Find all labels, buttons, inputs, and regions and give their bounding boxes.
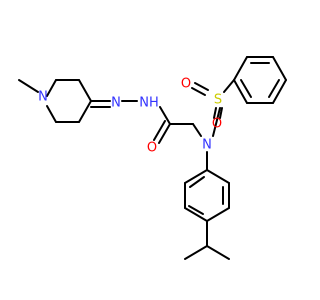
- molecule-structure: N N NH O N S O O: [0, 0, 300, 300]
- atom-o-sulfonyl-left: O: [181, 77, 191, 92]
- bond-s-phenyl: [223, 79, 235, 93]
- bond-co-double-a: [158, 123, 171, 144]
- atom-n-sulfonamide: N: [202, 138, 212, 153]
- canvas-background: [0, 0, 300, 300]
- bond-nh-c: [159, 106, 171, 125]
- bond-so-left-a: [191, 87, 206, 96]
- bond-ph1-a: [233, 56, 248, 81]
- bond-so-left-b: [194, 82, 209, 91]
- bond-so-down-b: [219, 107, 223, 119]
- bond-ch-me2: [206, 245, 230, 260]
- bond-ring-c-c4: [78, 79, 92, 102]
- bond-ch-me1: [184, 245, 208, 260]
- bond-ph1-inner-2: [268, 79, 280, 98]
- bond-ring-n-c: [46, 79, 57, 97]
- bond-ph1-c: [272, 56, 287, 81]
- atom-nh-hydrazide: NH: [139, 96, 159, 111]
- atom-s-sulfonyl: S: [214, 93, 222, 108]
- atom-labels: N N NH O N S O O: [38, 77, 222, 156]
- bond-ar-f: [184, 169, 208, 184]
- bond-so-down-a: [213, 107, 217, 119]
- bond-co-double-b: [153, 120, 166, 141]
- bond-ph1-inner-3: [240, 79, 252, 98]
- bond-ch2-n: [192, 123, 202, 137]
- bond-ar-a: [206, 169, 230, 184]
- bond-ph1-f: [233, 79, 248, 104]
- atom-o-sulfonyl-down: O: [212, 117, 222, 132]
- bond-ar-c: [206, 207, 230, 222]
- bond-ar-inner-2: [188, 205, 204, 215]
- bond-methyl: [18, 79, 39, 93]
- bond-ar-inner-3: [189, 176, 205, 188]
- bond-ph1-d: [272, 79, 287, 104]
- bond-ring-c4-c: [78, 100, 92, 123]
- bond-n-s: [212, 107, 221, 137]
- bond-ar-d: [184, 207, 208, 222]
- atom-o-carbonyl: O: [147, 141, 157, 156]
- atom-n-hydrazone: N: [111, 96, 121, 111]
- atom-n-methyl: N: [38, 90, 48, 105]
- bond-ring-c-n: [46, 105, 57, 123]
- bonds: [18, 56, 287, 260]
